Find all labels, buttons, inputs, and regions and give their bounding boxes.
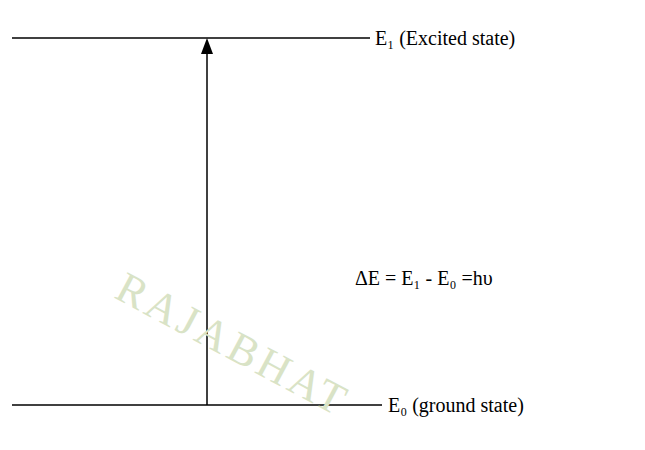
transition-arrowhead xyxy=(201,38,213,54)
level-label: E₁ (Excited state) xyxy=(375,26,515,50)
level-label: E₀ (ground state) xyxy=(388,393,524,417)
energy-equation: ΔE = E₁ - E₀ =hυ xyxy=(355,266,493,290)
watermark: RAJABHAT xyxy=(106,261,358,428)
excited-level-line xyxy=(12,37,370,39)
